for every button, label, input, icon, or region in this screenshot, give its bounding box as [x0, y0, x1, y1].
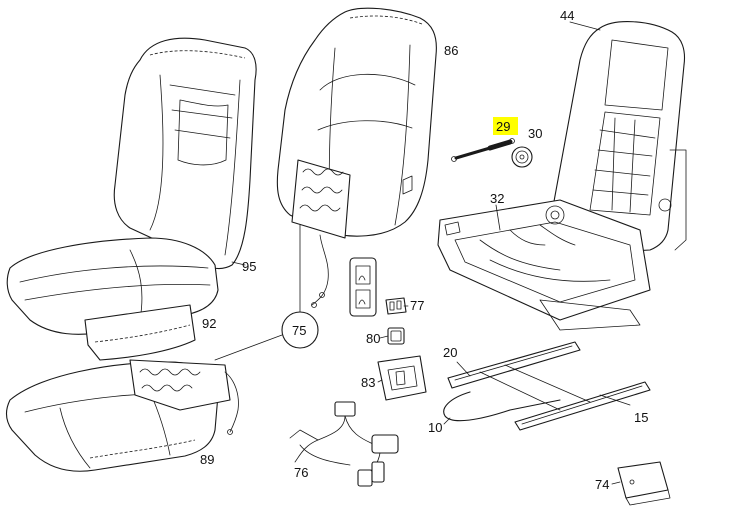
heating-switch-panel[interactable]	[349, 257, 377, 317]
label-30[interactable]: 30	[528, 126, 542, 141]
gear-30[interactable]	[511, 146, 533, 168]
label-86[interactable]: 86	[444, 43, 458, 58]
label-74[interactable]: 74	[595, 477, 609, 492]
highlight-29	[493, 117, 518, 135]
label-44[interactable]: 44	[560, 8, 574, 23]
wiring-harness-76[interactable]	[289, 401, 399, 487]
label-10[interactable]: 10	[428, 420, 442, 435]
callout-75	[214, 224, 319, 361]
leader-lines	[231, 21, 621, 485]
seat-frame-44[interactable]	[437, 21, 687, 331]
label-32[interactable]: 32	[490, 191, 504, 206]
seat-heating-mat[interactable]	[129, 359, 239, 435]
label-76[interactable]: 76	[294, 465, 308, 480]
button-80[interactable]	[387, 327, 405, 345]
label-77[interactable]: 77	[410, 298, 424, 313]
rail-assembly-15[interactable]	[599, 394, 631, 406]
label-29[interactable]: 29	[496, 119, 510, 134]
seat-rails-20[interactable]	[447, 341, 651, 431]
label-15[interactable]: 15	[634, 410, 648, 425]
label-95[interactable]: 95	[242, 259, 256, 274]
label-80[interactable]: 80	[366, 331, 380, 346]
label-92[interactable]: 92	[202, 316, 216, 331]
switch-77[interactable]	[385, 297, 407, 315]
backrest-heating-mat[interactable]	[291, 159, 351, 308]
adjuster-bar-10[interactable]	[443, 391, 561, 422]
seat-cushion-92[interactable]	[6, 237, 219, 361]
control-module-74[interactable]	[617, 461, 671, 506]
switch-bezel-83[interactable]	[377, 355, 427, 401]
label-20[interactable]: 20	[443, 345, 457, 360]
label-75[interactable]: 75	[292, 323, 306, 338]
label-83[interactable]: 83	[361, 375, 375, 390]
gas-strut-29[interactable]	[451, 138, 515, 162]
backrest-cushion-95[interactable]	[113, 37, 257, 270]
label-89[interactable]: 89	[200, 452, 214, 467]
